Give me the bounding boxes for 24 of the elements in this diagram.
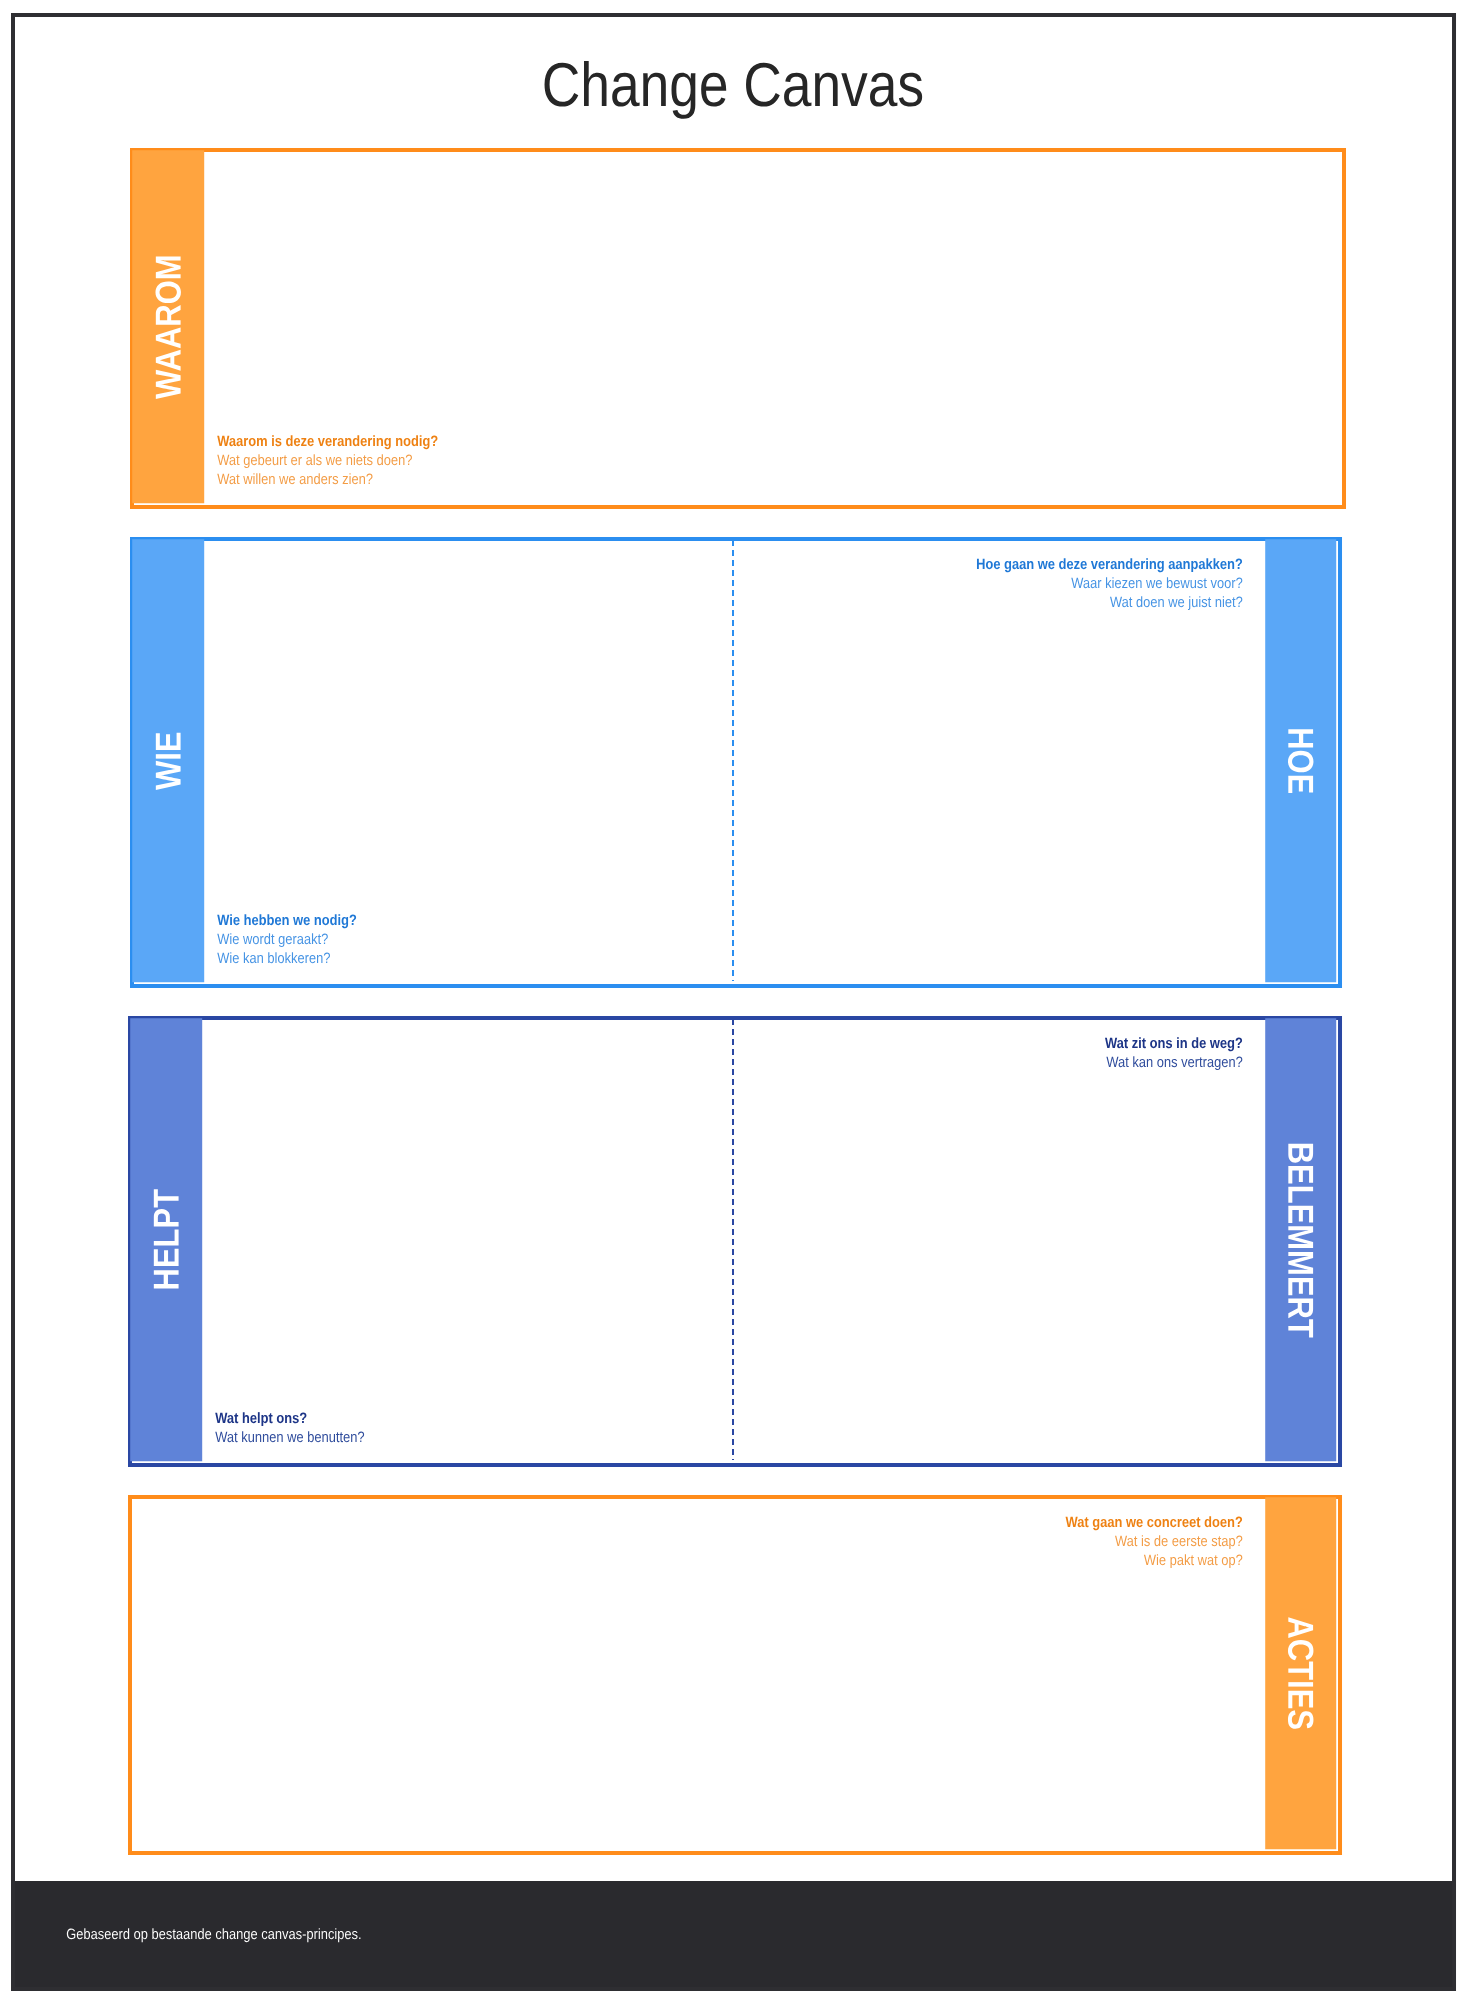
question-heading: Hoe gaan we deze verandering aanpakken? [977,558,1243,573]
question-text: Wat is de eerste stap? [1115,1535,1243,1550]
question-text: Wie pakt wat op? [1143,1554,1243,1569]
label-bar: HELPT [130,1018,203,1462]
question-heading: Wat gaan we concreet doen? [1065,1516,1243,1531]
question-heading: Wat helpt ons? [215,1412,307,1427]
title: Change Canvas [544,61,923,119]
question-text: Wat doen we juist niet? [1110,596,1243,611]
label-bar: WAAROM [132,150,205,504]
label-bar: WIE [132,539,205,983]
question-text: Wat willen we anders zien? [217,473,373,485]
question-heading: Waarom is deze verandering nodig? [217,435,438,450]
question-text: Wat gebeurt er als we niets doen? [217,454,412,469]
label-bar: HOE [1265,539,1337,983]
footer-note: Gebaseerd op bestaande change canvas-principes. [66,1928,361,1943]
label-bar: BELEMMERT [1265,1018,1337,1462]
question-heading: Wat zit ons in de weg? [1105,1037,1243,1052]
question-text: Wie kan blokkeren? [217,952,330,964]
question-text: Waar kiezen we bewust voor? [1071,577,1243,589]
question-text: Wat kan ons vertragen? [1106,1056,1243,1071]
question-heading: Wie hebben we nodig? [217,914,357,929]
question-text: Wat kunnen we benutten? [215,1431,365,1443]
question-text: Wie wordt geraakt? [217,933,328,948]
label-bar: ACTIES [1265,1497,1337,1850]
